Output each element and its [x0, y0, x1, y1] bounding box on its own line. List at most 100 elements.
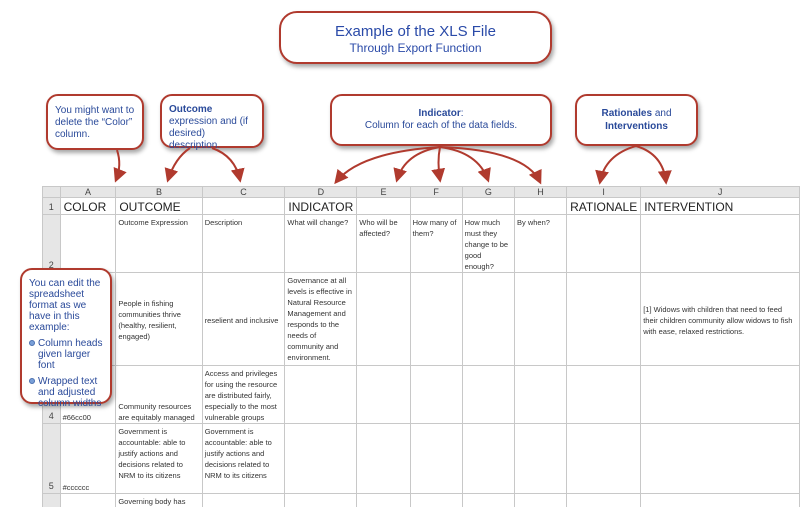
cell[interactable] [640, 423, 800, 494]
cell[interactable]: Government is accountable: able to justi… [201, 423, 286, 494]
cell[interactable] [409, 365, 463, 424]
table-row: 2 Outcome Expression Description What wi… [42, 214, 800, 273]
cell[interactable]: #cccccc [59, 423, 117, 494]
column-header[interactable]: B [115, 186, 203, 198]
cell[interactable]: How much must they change to be good eno… [461, 214, 516, 273]
arrow-to-color [113, 149, 127, 183]
column-header[interactable]: H [513, 186, 568, 198]
cell[interactable] [356, 272, 411, 366]
cell[interactable] [356, 197, 411, 215]
column-header[interactable]: F [409, 186, 463, 198]
column-header[interactable]: I [566, 186, 642, 198]
outcome-callout-bold: Outcome [169, 104, 213, 115]
cell[interactable] [356, 365, 411, 424]
cell[interactable]: People in fishing communities thrive (he… [115, 272, 203, 366]
cell[interactable] [461, 272, 516, 366]
row-number[interactable]: 1 [42, 197, 61, 215]
cell[interactable] [566, 423, 642, 494]
title-line2: Through Export Function [349, 41, 482, 55]
outcome-callout: Outcome expression and (if desired) desc… [160, 94, 264, 151]
cell[interactable] [284, 365, 358, 424]
title-line1: Example of the XLS File [335, 23, 496, 40]
cell[interactable] [201, 493, 286, 507]
cell[interactable] [566, 214, 642, 273]
cell[interactable] [513, 365, 568, 424]
cell[interactable] [513, 197, 568, 215]
cell[interactable] [461, 423, 516, 494]
arrow-to-indicator-e [393, 146, 441, 183]
table-row: 4 #66cc00 Community resources are equita… [42, 365, 800, 424]
cell[interactable]: RATIONALE [566, 197, 642, 215]
cell[interactable]: Description [201, 214, 286, 273]
arrow-to-indicator-f [431, 146, 446, 183]
cell[interactable]: Who will be affected? [356, 214, 411, 273]
rationales-label: Rationales [601, 108, 653, 119]
table-row: Governing body has [42, 493, 800, 507]
arrow-to-indicator-d [334, 146, 441, 185]
cell[interactable] [513, 272, 568, 366]
cell[interactable]: Community resources are equitably manage… [115, 365, 203, 424]
bullet-dot-icon [29, 340, 35, 346]
cell[interactable] [409, 272, 463, 366]
cell[interactable]: INDICATOR [284, 197, 358, 215]
cell[interactable]: Governing body has [115, 493, 203, 507]
column-header-row: A B C D E F G H I J [42, 186, 800, 198]
cell[interactable] [513, 423, 568, 494]
cell[interactable] [461, 365, 516, 424]
cell[interactable] [409, 423, 463, 494]
cell[interactable] [640, 214, 800, 273]
cell[interactable]: Access and privileges for using the reso… [201, 365, 286, 424]
cell[interactable]: COLOR [59, 197, 117, 215]
cell[interactable] [461, 493, 516, 507]
cell[interactable]: INTERVENTION [640, 197, 800, 215]
cell[interactable] [356, 423, 411, 494]
select-all-corner[interactable] [42, 186, 61, 198]
cell[interactable] [284, 423, 358, 494]
cell[interactable] [409, 493, 463, 507]
cell[interactable]: reselient and inclusive [201, 272, 286, 366]
indicator-callout-text: Column for each of the data fields. [364, 120, 518, 131]
cell[interactable] [409, 197, 463, 215]
row-number[interactable] [42, 493, 61, 507]
indicator-callout: Indicator: Column for each of the data f… [330, 94, 552, 146]
edit-bullet-2: Wrapped text and adjusted column widths [29, 376, 105, 409]
table-row: 5 #cccccc Government is accountable: abl… [42, 423, 800, 494]
cell[interactable] [59, 493, 117, 507]
cell[interactable]: Governance at all levels is effective in… [284, 272, 358, 366]
column-header[interactable]: C [201, 186, 286, 198]
cell[interactable] [640, 365, 800, 424]
cell[interactable] [566, 272, 642, 366]
column-header[interactable]: D [284, 186, 358, 198]
cell[interactable] [566, 365, 642, 424]
indicator-callout-colon: : [460, 108, 464, 119]
arrow-to-outcome-c [211, 147, 245, 183]
edit-bullet-1: Column heads given larger font [29, 338, 105, 371]
column-header[interactable]: J [640, 186, 800, 198]
cell[interactable] [356, 493, 411, 507]
cell[interactable] [513, 493, 568, 507]
cell[interactable]: OUTCOME [115, 197, 203, 215]
cell[interactable] [566, 493, 642, 507]
cell[interactable] [640, 493, 800, 507]
cell[interactable] [461, 197, 516, 215]
cell[interactable]: How many of them? [409, 214, 463, 273]
column-header[interactable]: G [461, 186, 516, 198]
cell[interactable]: Outcome Expression [115, 214, 203, 273]
cell[interactable]: What will change? [284, 214, 358, 273]
cell[interactable]: By when? [513, 214, 568, 273]
table-row: People in fishing communities thrive (he… [42, 272, 800, 366]
row-number[interactable]: 2 [42, 214, 61, 273]
cell[interactable] [284, 493, 358, 507]
column-header[interactable]: E [356, 186, 411, 198]
cell[interactable] [59, 214, 117, 273]
cell[interactable] [201, 197, 286, 215]
cell[interactable]: [1] Widows with children that need to fe… [640, 272, 800, 366]
rationales-and: and [652, 108, 672, 119]
column-header[interactable]: A [59, 186, 117, 198]
table-row: 1 COLOR OUTCOME INDICATOR RATIONALE INTE… [42, 197, 800, 215]
edit-format-callout: You can edit the spreadsheet format as w… [20, 268, 112, 409]
cell[interactable]: Government is accountable: able to justi… [115, 423, 203, 494]
spreadsheet-table: A B C D E F G H I J 1 COLOR OUTCOME INDI… [42, 186, 800, 507]
row-number[interactable]: 5 [42, 423, 61, 494]
edit-bullet-2-text: Wrapped text and adjusted column widths [38, 376, 102, 409]
